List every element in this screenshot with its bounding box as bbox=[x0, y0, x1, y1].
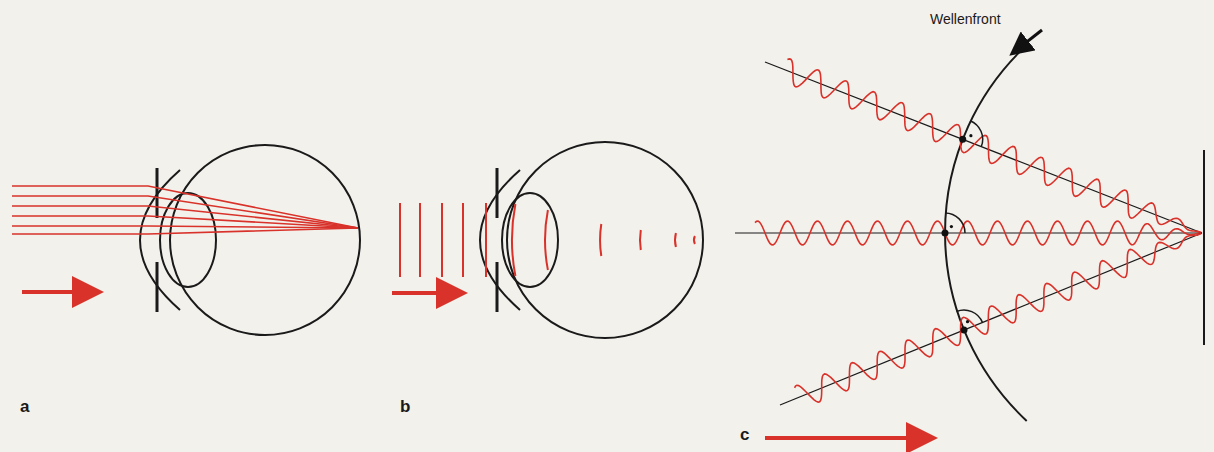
curved-wavefront bbox=[693, 236, 696, 244]
intersection-dot bbox=[942, 230, 949, 237]
pointer-arrow bbox=[1014, 30, 1042, 52]
right-angle-mark bbox=[945, 213, 965, 233]
direction-arrow bbox=[22, 290, 96, 294]
plane-wavefront bbox=[419, 203, 421, 277]
light-ray bbox=[12, 206, 358, 228]
eye-b bbox=[480, 142, 703, 338]
light-wave bbox=[795, 233, 1202, 402]
light-ray bbox=[12, 186, 358, 228]
right-angle-mark bbox=[957, 310, 983, 322]
direction-arrow bbox=[392, 291, 460, 295]
panel-letter: b bbox=[400, 398, 410, 415]
curved-wavefront bbox=[512, 204, 515, 276]
light-ray bbox=[12, 228, 358, 234]
intersection-dot bbox=[961, 327, 968, 334]
ray-line bbox=[780, 233, 1202, 405]
light-ray bbox=[12, 216, 358, 228]
intersection-dot bbox=[959, 136, 966, 143]
wave-panel bbox=[735, 45, 1204, 421]
plane-wavefront bbox=[399, 203, 401, 277]
panel-letter: c bbox=[740, 426, 749, 443]
light-ray bbox=[12, 226, 358, 228]
eye-a bbox=[140, 145, 360, 335]
curved-wavefront bbox=[600, 224, 601, 256]
right-angle-dot bbox=[950, 225, 953, 228]
light-wave bbox=[755, 221, 1202, 245]
curved-wavefront bbox=[545, 210, 548, 270]
wavefronts bbox=[400, 203, 695, 277]
curved-wavefront bbox=[674, 233, 677, 247]
plane-wavefront bbox=[441, 203, 443, 277]
panel-letter: a bbox=[20, 398, 29, 415]
plane-wavefront bbox=[462, 203, 464, 277]
right-angle-dot bbox=[966, 320, 969, 323]
right-angle-dot bbox=[969, 134, 972, 137]
right-angle-mark bbox=[970, 121, 983, 147]
light-wave bbox=[787, 59, 1201, 233]
ray-line bbox=[735, 232, 1202, 233]
light-rays bbox=[12, 186, 358, 234]
plane-wavefront bbox=[485, 203, 487, 277]
wavefront-label: Wellenfront bbox=[930, 12, 1001, 26]
direction-arrow bbox=[765, 436, 930, 440]
curved-wavefront bbox=[639, 230, 642, 250]
ray-line bbox=[765, 62, 1202, 233]
light-ray bbox=[12, 196, 358, 228]
